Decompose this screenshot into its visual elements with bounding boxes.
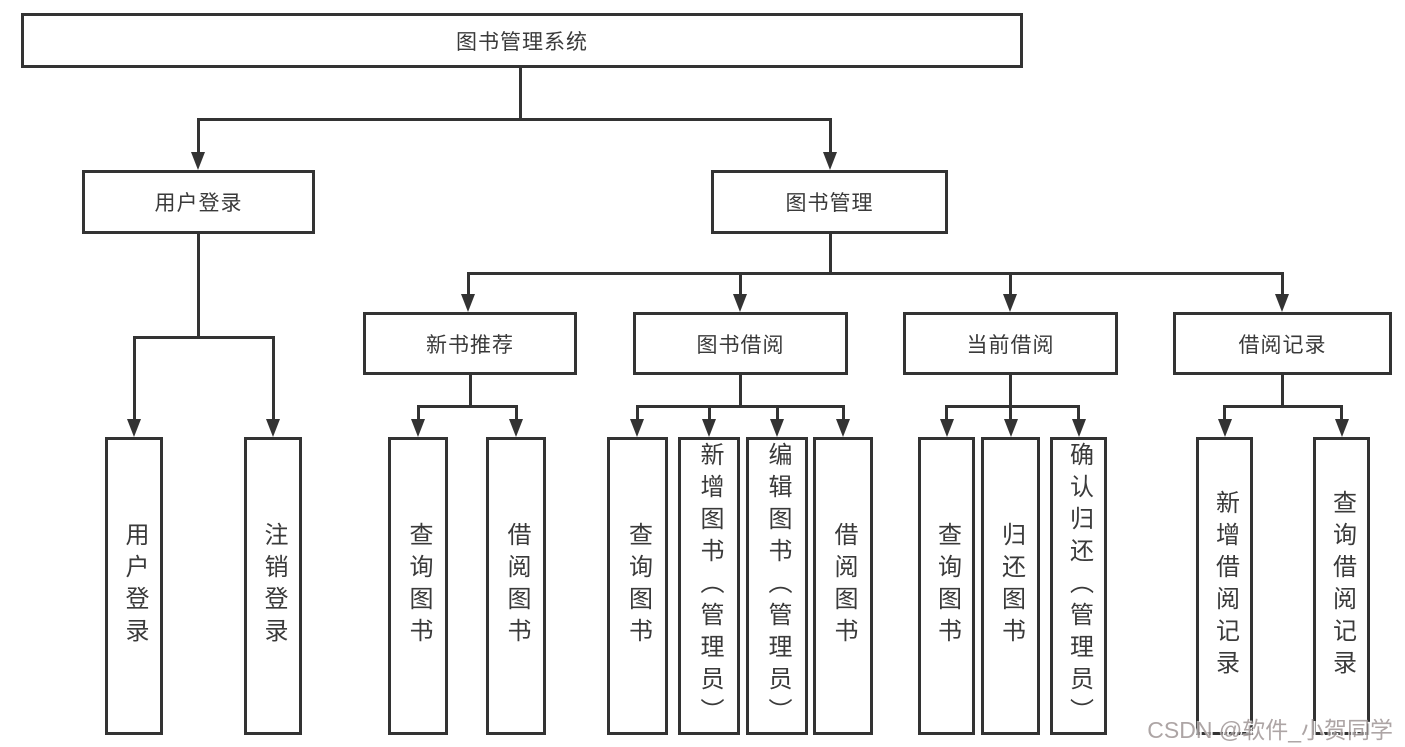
connector-shaft (1077, 405, 1080, 421)
node-book-borrow: 图书借阅 (633, 312, 848, 375)
connector-bar (635, 405, 845, 408)
connector-shaft (1009, 405, 1012, 421)
node-label: 用户登录 (154, 192, 243, 215)
connector-user-login-bar (132, 336, 275, 339)
leaf-label: 确认归还（管理员） (1065, 442, 1093, 730)
arrowhead-down-icon (266, 419, 280, 437)
connector-shaft (635, 405, 639, 421)
leaf-logout: 注销登录 (244, 437, 302, 735)
connector-shaft (738, 272, 742, 296)
node-new-book-recommend: 新书推荐 (363, 312, 577, 375)
connector-shaft (1280, 272, 1284, 296)
connector-shaft (1223, 405, 1226, 421)
connector-shaft (514, 405, 518, 421)
arrowhead-down-icon (823, 152, 837, 170)
leaf-confirm-return-admin: 确认归还（管理员） (1050, 437, 1107, 735)
arrowhead-down-icon (509, 419, 523, 437)
arrowhead-down-icon (733, 294, 747, 312)
connector-bar (416, 405, 518, 408)
arrowhead-down-icon (1003, 294, 1017, 312)
connector-stem (738, 375, 742, 405)
connector-shaft (416, 405, 420, 421)
arrowhead-down-icon (939, 419, 954, 437)
leaf-label: 归还图书 (997, 522, 1025, 650)
leaf-label: 新增借阅记录 (1211, 490, 1239, 682)
connector-bar (1223, 405, 1342, 408)
connector-root-bar (196, 118, 832, 121)
csdn-watermark: CSDN @软件_小贺同学 (1147, 717, 1393, 743)
leaf-label: 查询图书 (405, 522, 432, 650)
node-user-login: 用户登录 (82, 170, 315, 234)
leaf-label: 编辑图书（管理员） (764, 442, 791, 730)
node-label: 新书推荐 (426, 333, 514, 357)
node-current-borrow: 当前借阅 (903, 312, 1118, 375)
leaf-query-borrow-record: 查询借阅记录 (1313, 437, 1370, 735)
node-label: 图书借阅 (696, 333, 785, 357)
connector-bar (945, 405, 1079, 408)
node-label: 借阅记录 (1238, 333, 1327, 357)
arrowhead-down-icon (1003, 419, 1018, 437)
node-borrow-record: 借阅记录 (1173, 312, 1392, 375)
leaf-return-book: 归还图书 (981, 437, 1040, 735)
leaf-label: 新增图书（管理员） (696, 442, 723, 730)
arrowhead-down-icon (1217, 419, 1232, 437)
connector-stem (1280, 375, 1284, 405)
connector-root-stem (518, 68, 522, 120)
arrowhead-down-icon (836, 419, 850, 437)
node-book-management: 图书管理 (711, 170, 948, 234)
leaf-query-book-current: 查询图书 (918, 437, 975, 735)
connector-shaft (707, 405, 711, 421)
connector-book-mgmt-stem (828, 234, 832, 272)
connector-shaft (271, 336, 275, 421)
connector-shaft (828, 118, 832, 156)
connector-shaft (1008, 272, 1012, 296)
connector-shaft (196, 118, 200, 156)
leaf-label: 用户登录 (121, 522, 148, 650)
arrowhead-down-icon (191, 152, 205, 170)
arrowhead-down-icon (630, 419, 644, 437)
leaf-user-login: 用户登录 (105, 437, 163, 735)
leaf-label: 借阅图书 (830, 522, 857, 650)
leaf-label: 借阅图书 (503, 522, 530, 650)
connector-shaft (1340, 405, 1343, 421)
leaf-edit-book-admin: 编辑图书（管理员） (746, 437, 808, 735)
leaf-label: 查询借阅记录 (1328, 490, 1356, 682)
arrowhead-down-icon (127, 419, 141, 437)
connector-shaft (466, 272, 470, 296)
node-label: 图书管理 (785, 192, 874, 215)
connector-shaft (775, 405, 779, 421)
connector-shaft (945, 405, 948, 421)
connector-stem (1008, 375, 1012, 405)
leaf-add-borrow-record: 新增借阅记录 (1196, 437, 1253, 735)
leaf-borrow-book-recommend: 借阅图书 (486, 437, 546, 735)
leaf-label: 查询图书 (933, 522, 961, 650)
arrowhead-down-icon (461, 294, 475, 312)
leaf-query-book-recommend: 查询图书 (388, 437, 448, 735)
leaf-query-book-borrow: 查询图书 (607, 437, 668, 735)
node-label: 当前借阅 (966, 333, 1055, 357)
connector-user-login-stem (196, 234, 200, 336)
connector-shaft (841, 405, 845, 421)
arrowhead-down-icon (411, 419, 425, 437)
arrowhead-down-icon (1334, 419, 1349, 437)
connector-book-mgmt-bar (466, 272, 1284, 275)
leaf-label: 注销登录 (260, 522, 287, 650)
node-library-management-system: 图书管理系统 (21, 13, 1023, 68)
leaf-label: 查询图书 (624, 522, 652, 650)
leaf-borrow-book: 借阅图书 (813, 437, 873, 735)
leaf-add-book-admin: 新增图书（管理员） (678, 437, 740, 735)
arrowhead-down-icon (1275, 294, 1289, 312)
node-label: 图书管理系统 (456, 30, 588, 54)
connector-shaft (132, 336, 136, 421)
arrowhead-down-icon (770, 419, 784, 437)
arrowhead-down-icon (1071, 419, 1086, 437)
connector-stem (468, 375, 472, 405)
arrowhead-down-icon (702, 419, 716, 437)
